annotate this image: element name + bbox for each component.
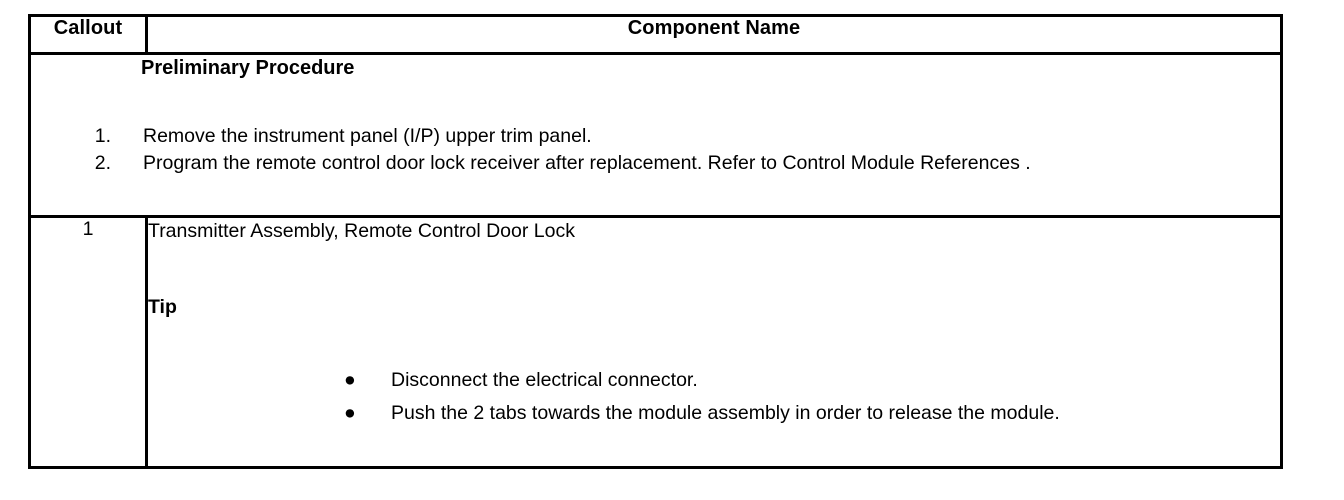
list-item: ● Disconnect the electrical connector.	[148, 364, 1280, 397]
preliminary-procedure-row: Preliminary Procedure 1. Remove the inst…	[28, 52, 1283, 218]
callout-number: 1	[28, 215, 148, 469]
component-detail-cell: Transmitter Assembly, Remote Control Doo…	[145, 215, 1283, 469]
list-item: ● Push the 2 tabs towards the module ass…	[148, 397, 1280, 430]
column-header-callout: Callout	[28, 14, 148, 55]
component-title: Transmitter Assembly, Remote Control Doo…	[148, 220, 575, 242]
preliminary-step-list: 1. Remove the instrument panel (I/P) upp…	[31, 123, 1280, 177]
tip-text: Disconnect the electrical connector.	[391, 369, 698, 391]
step-number: 1.	[94, 125, 111, 147]
tip-heading: Tip	[148, 296, 177, 318]
bullet-icon: ●	[344, 369, 356, 391]
tip-list: ● Disconnect the electrical connector. ●…	[148, 364, 1280, 430]
preliminary-step-2: 2. Program the remote control door lock …	[31, 150, 1280, 177]
table-header-row: Callout Component Name	[28, 14, 1283, 55]
procedure-table: Callout Component Name Preliminary Proce…	[28, 14, 1283, 469]
bullet-icon: ●	[344, 402, 356, 424]
step-number: 2.	[94, 152, 111, 174]
step-text: Remove the instrument panel (I/P) upper …	[143, 125, 592, 147]
column-header-component-name: Component Name	[145, 14, 1283, 55]
preliminary-procedure-heading: Preliminary Procedure	[141, 57, 355, 79]
step-text: Program the remote control door lock rec…	[143, 152, 1031, 174]
preliminary-step-1: 1. Remove the instrument panel (I/P) upp…	[31, 123, 1280, 150]
preliminary-procedure-cell: Preliminary Procedure 1. Remove the inst…	[28, 52, 1283, 218]
tip-text: Push the 2 tabs towards the module assem…	[391, 402, 1060, 424]
table-row: 1 Transmitter Assembly, Remote Control D…	[28, 215, 1283, 469]
